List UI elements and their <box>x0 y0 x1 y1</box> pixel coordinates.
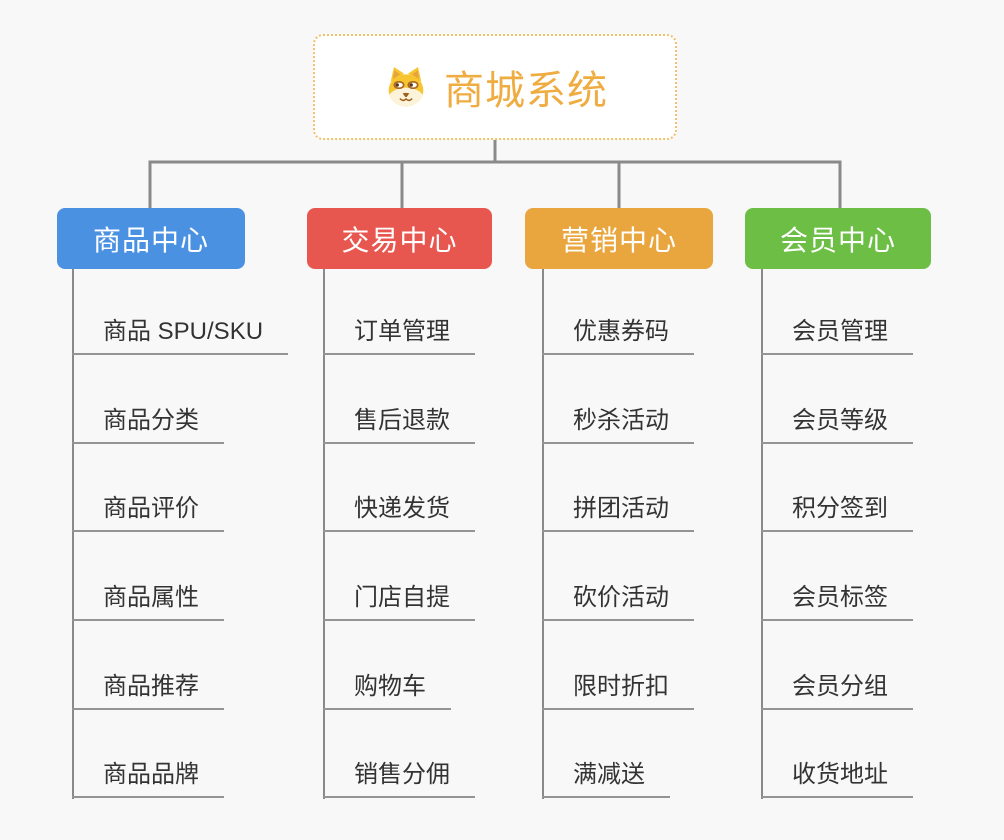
leaf-node[interactable]: 商品推荐 <box>72 672 224 710</box>
branch-node-marketing-center[interactable]: 营销中心 <box>525 208 713 269</box>
root-title: 商城系统 <box>444 69 608 113</box>
leaf-node[interactable]: 商品分类 <box>72 406 224 444</box>
leaf-node[interactable]: 收货地址 <box>761 760 913 798</box>
leaf-node[interactable]: 订单管理 <box>323 317 475 355</box>
dog-face-icon <box>382 63 430 111</box>
leaf-node[interactable]: 秒杀活动 <box>542 406 694 444</box>
branch-node-product-center[interactable]: 商品中心 <box>57 208 245 269</box>
leaf-node[interactable]: 商品评价 <box>72 494 224 532</box>
leaf-node[interactable]: 限时折扣 <box>542 672 694 710</box>
leaf-node[interactable]: 会员等级 <box>761 406 913 444</box>
leaf-node[interactable]: 商品品牌 <box>72 760 224 798</box>
leaf-node[interactable]: 销售分佣 <box>323 760 475 798</box>
leaf-node[interactable]: 商品属性 <box>72 583 224 621</box>
leaf-node[interactable]: 商品 SPU/SKU <box>72 317 289 355</box>
leaf-node[interactable]: 会员管理 <box>761 317 913 355</box>
leaf-node[interactable]: 门店自提 <box>323 583 475 621</box>
leaf-node[interactable]: 满减送 <box>542 760 670 798</box>
leaf-node[interactable]: 售后退款 <box>323 406 475 444</box>
branch-node-member-center[interactable]: 会员中心 <box>745 208 931 269</box>
leaf-node[interactable]: 拼团活动 <box>542 494 694 532</box>
leaf-node[interactable]: 快递发货 <box>323 494 475 532</box>
leaf-node[interactable]: 优惠券码 <box>542 317 694 355</box>
root-node[interactable]: 商城系统 <box>313 34 677 140</box>
leaf-node[interactable]: 积分签到 <box>761 494 913 532</box>
leaf-node[interactable]: 购物车 <box>323 672 451 710</box>
leaf-node[interactable]: 会员标签 <box>761 583 913 621</box>
branch-node-trade-center[interactable]: 交易中心 <box>307 208 492 269</box>
leaf-node[interactable]: 会员分组 <box>761 672 913 710</box>
leaf-node[interactable]: 砍价活动 <box>542 583 694 621</box>
